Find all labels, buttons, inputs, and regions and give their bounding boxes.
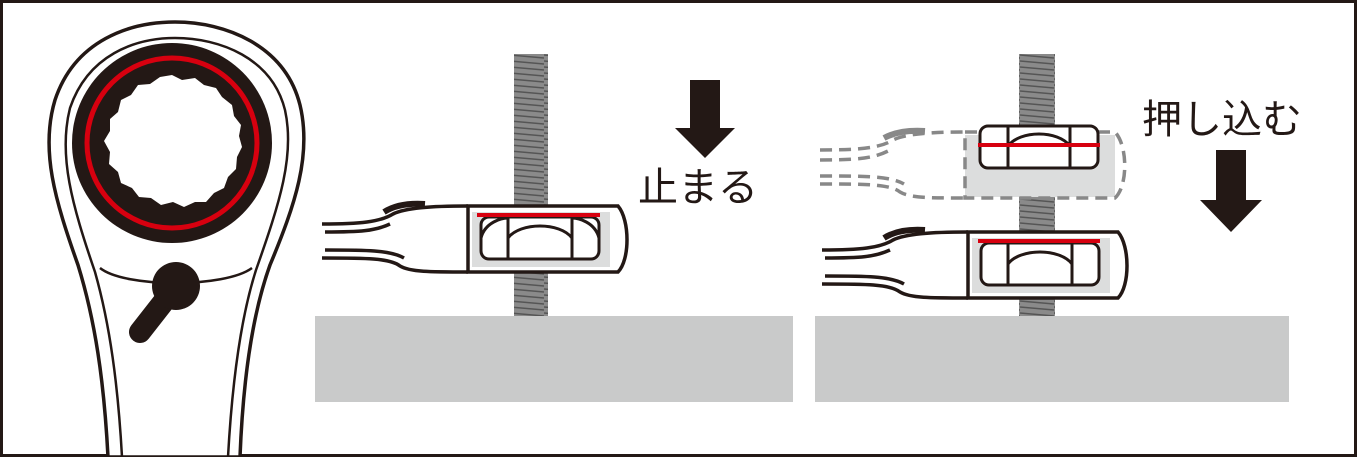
stop-panel	[315, 54, 793, 402]
push-in-panel	[815, 54, 1289, 402]
down-arrow	[675, 80, 735, 158]
threaded-bolt	[514, 54, 548, 316]
surface-block	[315, 316, 793, 402]
ratchet-ring-accent	[84, 55, 260, 231]
push-in-label: 押し込む	[1142, 97, 1302, 143]
surface-block	[815, 316, 1289, 402]
down-arrow	[1200, 150, 1262, 232]
stop-label: 止まる	[638, 165, 758, 211]
hex-nut-lower	[979, 241, 1101, 287]
wrench-front-view	[47, 20, 306, 457]
hex-nut	[479, 215, 601, 261]
